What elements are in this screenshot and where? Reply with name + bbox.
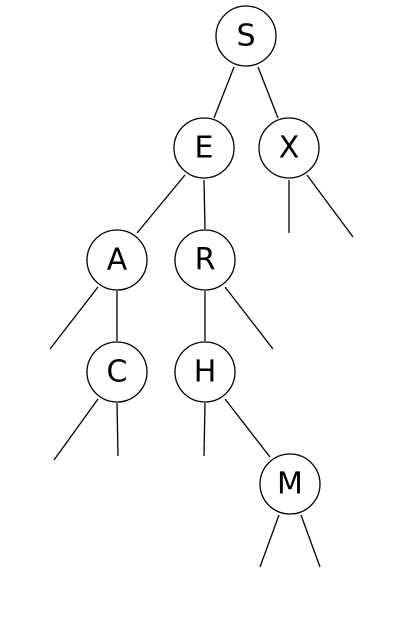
node-label: S (236, 19, 255, 54)
edge-r-null-right (224, 286, 274, 350)
node-label: R (195, 243, 216, 278)
node-circle (86, 229, 148, 291)
tree-node-s: S (215, 5, 277, 67)
edge-e-r (203, 179, 206, 230)
tree-node-h: H (174, 341, 236, 403)
edge-s-e (213, 66, 235, 119)
node-label: H (194, 355, 217, 390)
node-circle (174, 229, 236, 291)
node-label: E (195, 131, 214, 166)
node-label: X (279, 131, 300, 166)
node-circle (258, 117, 320, 179)
edge-m-null-right (300, 514, 321, 568)
edge-h-m (224, 398, 271, 458)
node-circle (173, 117, 235, 179)
edge-s-x (257, 66, 279, 119)
edge-c-null-right (116, 402, 119, 457)
tree-edges (49, 66, 354, 568)
tree-node-x: X (258, 117, 320, 179)
tree-node-a: A (86, 229, 148, 291)
node-label: C (107, 355, 128, 390)
edge-m-null-left (259, 514, 280, 568)
edge-c-null-left (53, 398, 99, 461)
node-circle (215, 5, 277, 67)
edge-x-null-right (306, 174, 354, 238)
tree-node-m: M (259, 453, 321, 515)
node-label: A (107, 243, 128, 278)
tree-node-e: E (173, 117, 235, 179)
tree-node-c: C (86, 341, 148, 403)
node-circle (86, 341, 148, 403)
tree-node-r: R (174, 229, 236, 291)
edge-h-null-left (203, 402, 206, 457)
node-circle (174, 341, 236, 403)
node-circle (259, 453, 321, 515)
node-label: M (277, 467, 303, 502)
edge-e-a (136, 174, 186, 234)
tree-nodes: S E X A R C H M (86, 5, 321, 515)
edge-a-null-left (49, 286, 99, 350)
